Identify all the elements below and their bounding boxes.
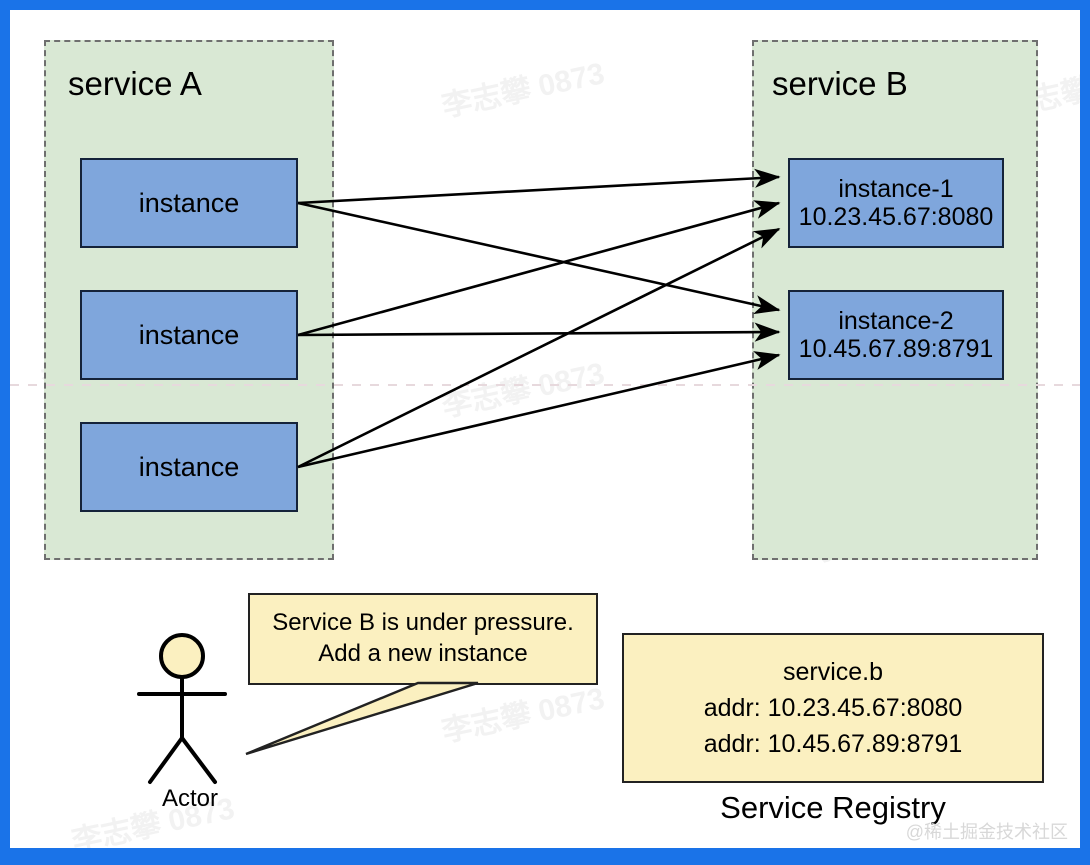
instance-name: instance-2 <box>838 307 954 335</box>
registry-line-addr-2: addr: 10.45.67.89:8791 <box>703 730 963 759</box>
speech-bubble-tail <box>245 681 479 756</box>
instance-label: instance <box>138 187 240 218</box>
instance-name: instance-1 <box>838 175 954 203</box>
registry-line-addr-1: addr: 10.23.45.67:8080 <box>703 693 963 722</box>
speech-bubble-line-1: Service B is under pressure. <box>272 609 574 637</box>
service-b-title: service B <box>772 65 908 102</box>
service-a-instance-2[interactable]: instance <box>80 290 298 380</box>
arrow-a1-to-b1 <box>297 168 781 205</box>
arrow-a2-to-b1 <box>297 200 781 337</box>
arrow-a3-to-b1 <box>297 227 781 469</box>
actor-leg-right <box>180 736 217 784</box>
actor-label: Actor <box>161 785 218 812</box>
registry-line-service: service.b <box>782 657 884 686</box>
speech-bubble-line-2: Add a new instance <box>318 640 528 667</box>
service-b-instance-1[interactable]: instance-1 10.23.45.67:8080 <box>788 158 1004 248</box>
service-b-instance-2[interactable]: instance-2 10.45.67.89:8791 <box>788 290 1004 380</box>
instance-address: 10.45.67.89:8791 <box>798 335 994 363</box>
actor-head <box>159 633 205 679</box>
actor-figure <box>137 633 227 784</box>
watermark-tile: 李志攀 0873 <box>439 357 608 424</box>
watermark-tile: 李志攀 0873 <box>439 57 608 124</box>
diagram-inner-surface: 李志攀 0873 李志攀 0873 李志攀 0873 李志攀 0873 李志攀 … <box>10 10 1080 848</box>
service-a-title: service A <box>68 65 202 102</box>
instance-address: 10.23.45.67:8080 <box>798 203 994 231</box>
service-a-instance-1[interactable]: instance <box>80 158 298 248</box>
arrow-a2-to-b2 <box>297 322 781 342</box>
actor-leg-left <box>148 736 184 784</box>
instance-label: instance <box>138 319 240 350</box>
speech-bubble: Service B is under pressure. Add a new i… <box>248 593 598 685</box>
service-registry-label: Service Registry <box>720 790 946 825</box>
service-registry-box: service.b addr: 10.23.45.67:8080 addr: 1… <box>622 633 1044 783</box>
corner-watermark: @稀土掘金技术社区 <box>905 822 1068 842</box>
arrow-a3-to-b2 <box>297 351 781 469</box>
arrow-a1-to-b2 <box>297 201 781 315</box>
service-a-instance-3[interactable]: instance <box>80 422 298 512</box>
instance-label: instance <box>138 451 240 482</box>
